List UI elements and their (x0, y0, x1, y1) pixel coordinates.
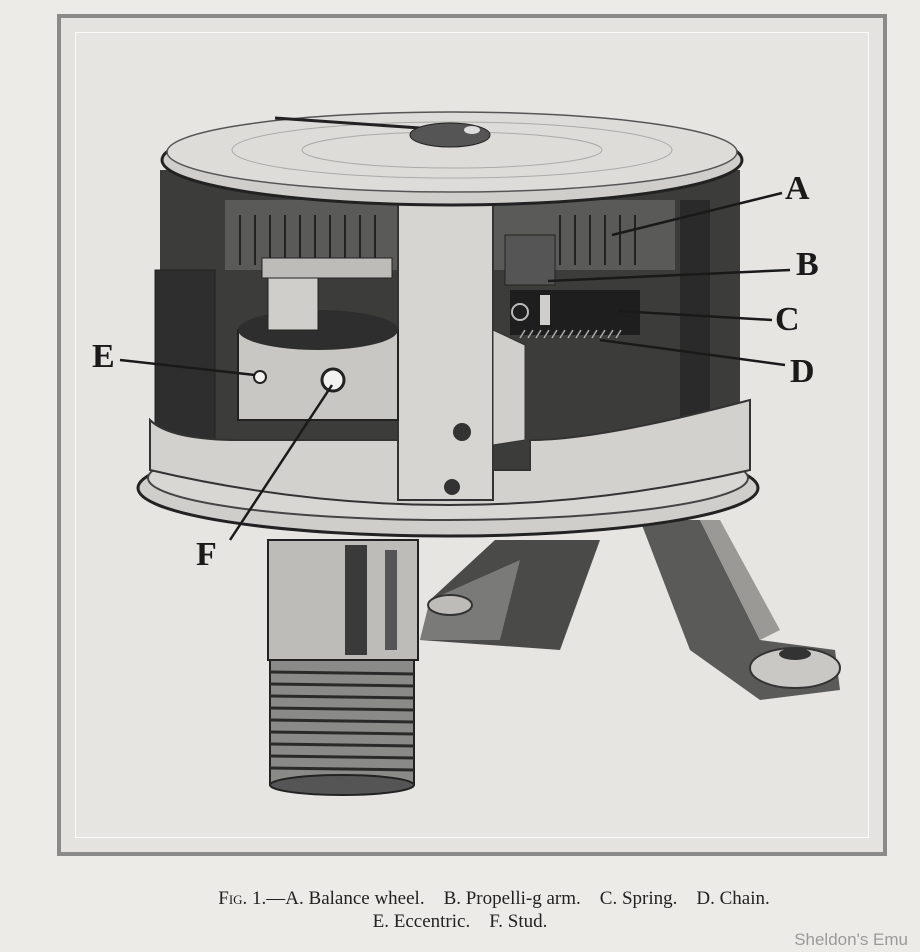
spindle-shaft (267, 539, 419, 796)
label-a: A (785, 170, 810, 207)
top-plate (160, 111, 744, 207)
leader-line-c (617, 309, 773, 322)
label-e: E (92, 338, 115, 375)
caption-text-1: A. Balance wheel. B. Propelli‑g arm. C. … (285, 888, 770, 909)
leader-line-a (611, 191, 783, 237)
leader-line-e (119, 358, 256, 377)
mounting-bracket (420, 520, 841, 700)
label-f: F (196, 536, 217, 573)
watermark: Sheldon's Emu (794, 930, 908, 949)
caption-text-2: E. Eccentric. F. Stud. (372, 911, 548, 932)
leader-line-f (228, 384, 334, 541)
figure-caption-line-1: Fig. 1.—A. Balance wheel. B. Propelli‑g … (34, 888, 920, 910)
figure-number: Fig. 1.— (218, 888, 286, 909)
leader-lines (119, 191, 791, 541)
label-c: C (775, 301, 800, 338)
leader-line-d (599, 338, 786, 367)
figure-caption-line-2: E. Eccentric. F. Stud. (0, 911, 920, 933)
label-d: D (790, 353, 815, 390)
drum-body (149, 170, 751, 506)
leader-line-b (547, 268, 791, 283)
spindle-thread (269, 670, 415, 772)
label-b: B (796, 246, 819, 283)
